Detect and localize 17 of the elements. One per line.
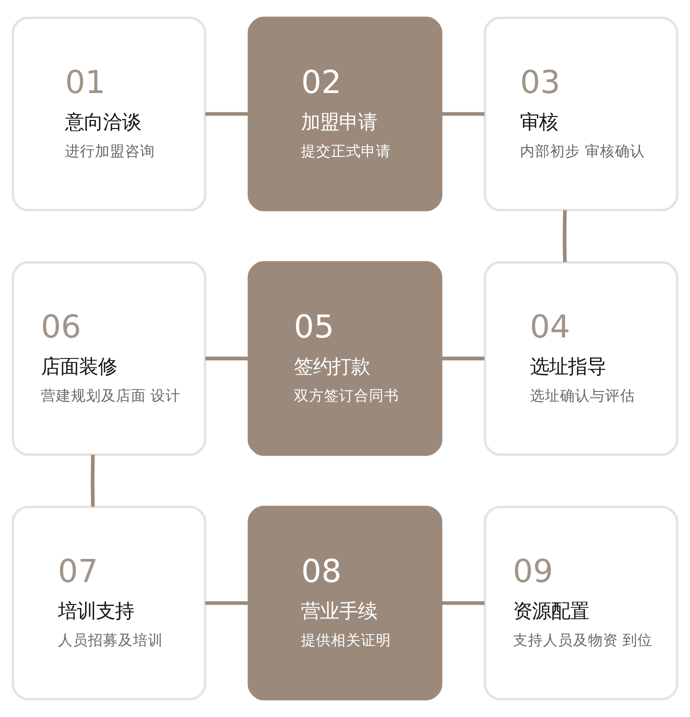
connector: [205, 356, 248, 360]
node-box: 06 店面装修 营建规划及店面 设计: [12, 261, 206, 456]
connector: [562, 210, 567, 262]
node-box: 01 意向洽谈 进行加盟咨询: [12, 16, 206, 212]
node-box: 08 营业手续 提供相关证明: [248, 506, 442, 700]
node-box: 05 签约打款 双方签订合同书: [248, 261, 442, 456]
connector: [441, 356, 484, 360]
node-box: 07 培训支持 人员招募及培训: [12, 506, 206, 700]
connector: [205, 112, 248, 116]
node-box: 04 选址指导 选址确认与评估: [484, 261, 678, 456]
connector: [441, 601, 484, 605]
node-box: 09 资源配置 支持人员及物资 到位: [484, 506, 678, 700]
node-box: 02 加盟申请 提交正式申请: [248, 16, 442, 212]
node-box: 03 审核 内部初步 审核确认: [484, 16, 678, 212]
connector: [205, 601, 248, 605]
connector: [90, 454, 95, 507]
connector: [441, 112, 484, 116]
